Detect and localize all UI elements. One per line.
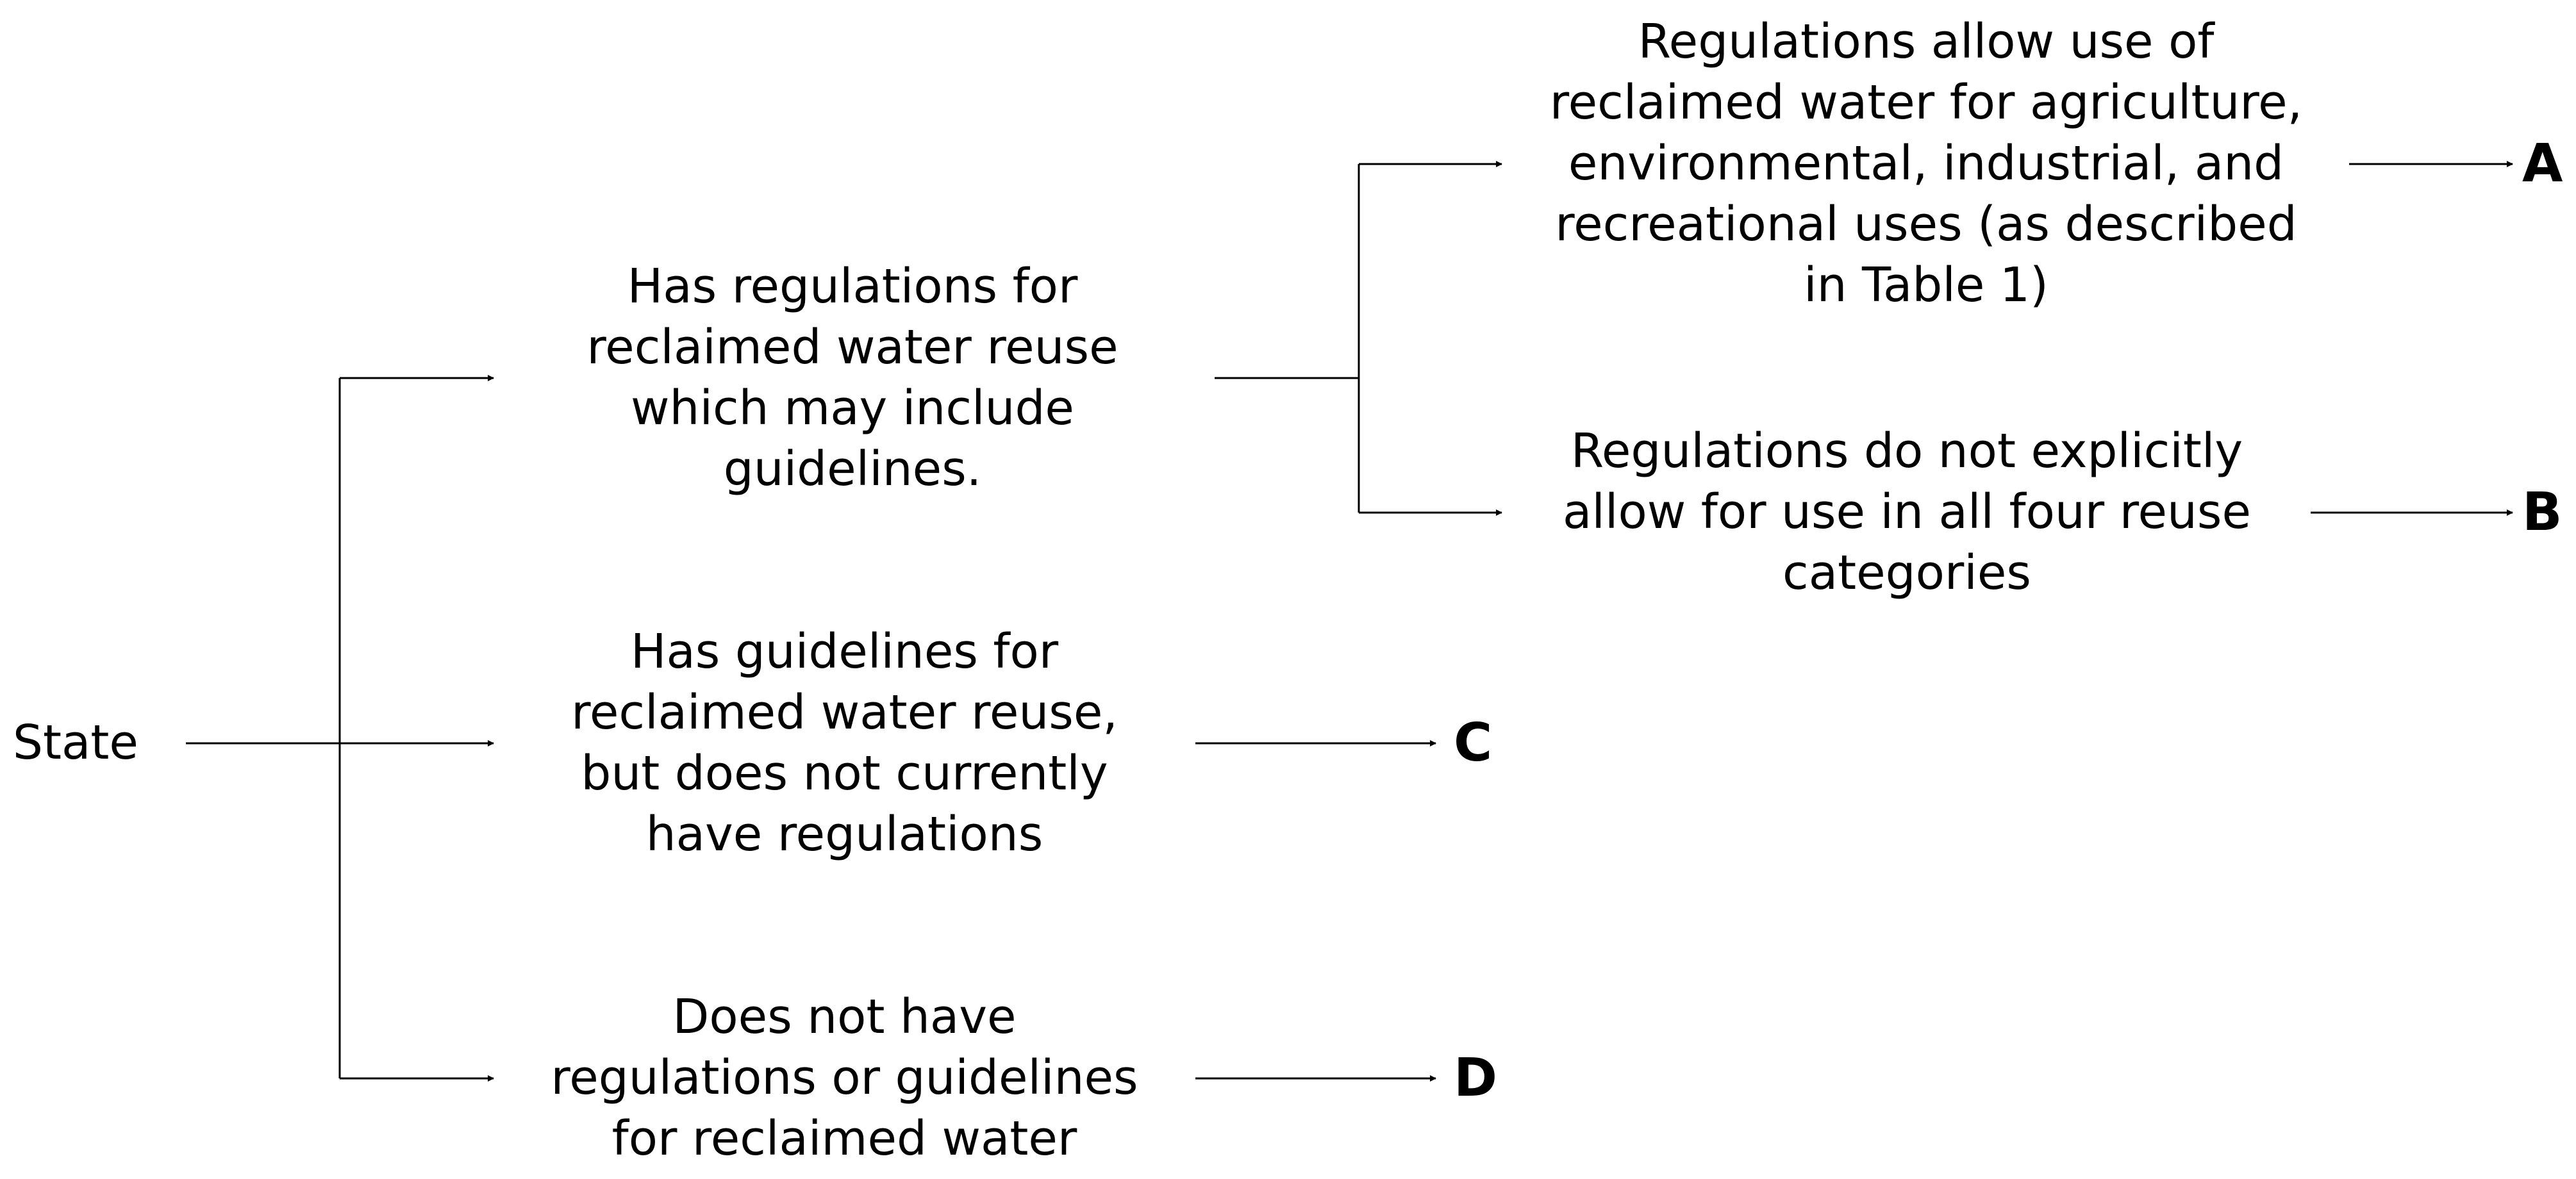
outcome-a-label: A <box>2522 133 2563 194</box>
outcome-c-label: C <box>1454 713 1493 773</box>
outcome-b-label: B <box>2522 482 2563 543</box>
root-state-node: State <box>13 715 138 770</box>
node-neither: Does not have regulations or guidelines … <box>551 989 1138 1166</box>
node-regulations-not-all: Regulations do not explicitly allow for … <box>1562 424 2251 600</box>
node-has-guidelines: Has guidelines for reclaimed water reuse… <box>571 624 1118 862</box>
outcome-d-label: D <box>1454 1048 1498 1109</box>
node-regulations-allow-all: Regulations allow use of reclaimed water… <box>1549 14 2303 313</box>
node-has-regulations: Has regulations for reclaimed water reus… <box>586 259 1118 497</box>
